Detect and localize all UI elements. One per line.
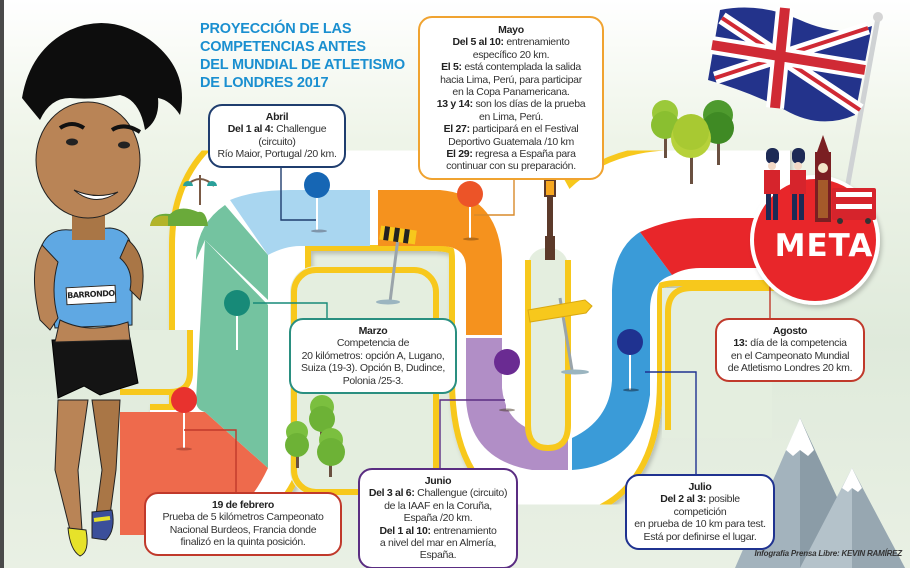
callout-line: Del 2 al 3: posible competición (633, 493, 767, 518)
left-border (0, 0, 4, 568)
title-line-4: DE LONDRES 2017 (200, 75, 329, 91)
callout-text: Challengue (circuito) (414, 487, 508, 500)
callout-line: 13 y 14: son los días de la prueba (426, 98, 596, 110)
callout-mayo: Mayo Del 5 al 10: entrenamiento específi… (418, 16, 604, 180)
segment-abril (230, 190, 370, 255)
callout-bold: Del 1 al 4: (227, 123, 274, 136)
callout-julio: Julio Del 2 al 3: posible competición en… (625, 474, 775, 551)
callout-line: 13: día de la competencia (723, 337, 857, 349)
callout-month: Julio (688, 481, 712, 493)
callout-line: de la IAAF en la Coruña, (384, 499, 492, 512)
uk-flag-icon (708, 7, 883, 201)
callout-bold: Del 5 al 10: (452, 36, 504, 49)
callout-line: Competencia de (336, 337, 410, 350)
callout-line: España. (419, 549, 457, 562)
callout-line: específico 20 km. (472, 48, 550, 61)
callout-line: finalizó en la quinta posición. (180, 536, 306, 549)
big-ben-icon (815, 135, 831, 222)
callout-text: está contemplada la salida (461, 61, 581, 74)
callout-bold: 13: (733, 337, 748, 350)
guards-icon (764, 148, 806, 220)
pin-julio-icon (617, 329, 643, 392)
callout-line: Del 1 al 4: Challengue (circuito) (216, 123, 338, 148)
callout-line: El 27: participará en el Festival (426, 123, 596, 135)
callout-text: son los días de la prueba (472, 98, 586, 111)
callout-marzo: Marzo Competencia de 20 kilómetros: opci… (289, 318, 457, 395)
callout-bold: El 29: (446, 148, 473, 161)
callout-text: Challengue (circuito) (258, 123, 327, 148)
pin-febrero-icon (171, 387, 197, 451)
double-decker-bus-icon (832, 188, 876, 224)
pin-abril-icon (304, 172, 330, 233)
callout-bold: Del 2 al 3: (660, 493, 706, 506)
callout-line: Polonia /25-3. (342, 374, 404, 387)
callout-bold: Del 3 al 6: (368, 487, 415, 500)
callout-abril: Abril Del 1 al 4: Challengue (circuito) … (208, 104, 346, 168)
trees-top-icon (651, 100, 734, 184)
callout-connectors (184, 152, 771, 493)
callout-line: Río Maior, Portugal /20 km. (217, 148, 337, 161)
callout-month: 19 de febrero (211, 499, 275, 511)
callout-text: entrenamiento (430, 524, 497, 537)
callout-line: 20 kilómetros: opción A, Lugano, (301, 349, 445, 362)
callout-month: Abril (265, 111, 289, 123)
callout-bold: Del 1 al 10: (379, 524, 431, 537)
callout-line: El 29: regresa a España para (426, 148, 596, 160)
callout-line: Está por definirse el lugar. (643, 530, 757, 543)
callout-line: de Atletismo Londres 20 km. (727, 362, 853, 375)
callout-junio: Junio Del 3 al 6: Challengue (circuito) … (358, 468, 518, 568)
page-title: PROYECCIÓN DE LAS COMPETENCIAS ANTES DEL… (200, 20, 420, 92)
callout-agosto: Agosto 13: día de la competencia en el C… (715, 318, 865, 382)
callout-month: Agosto (772, 325, 808, 337)
callout-line: Nacional Burdeos, Francia donde (169, 523, 317, 536)
title-line-2: COMPETENCIAS ANTES (200, 39, 366, 55)
street-lamp-icon (544, 179, 556, 260)
segment-marzo (196, 240, 268, 468)
pin-marzo-icon (224, 290, 250, 350)
infographic-credit: Infografía Prensa Libre: KEVIN RAMÍREZ (754, 549, 902, 558)
callout-febrero: 19 de febrero Prueba de 5 kilómetros Cam… (144, 492, 342, 556)
callout-line: continuar con su preparación. (446, 160, 576, 173)
direction-sign-icon (527, 297, 593, 375)
callout-line: en la Copa Panamericana. (452, 86, 570, 99)
callout-line: Suiza (19-3). Opción B, Dudince, (301, 362, 445, 375)
bush-lamp-icon (150, 175, 217, 226)
callout-text: día de la competencia (747, 337, 847, 350)
callout-line: en Lima, Perú. (478, 110, 544, 123)
title-line-3: DEL MUNDIAL DE ATLETISMO (200, 57, 405, 73)
callout-line: Del 3 al 6: Challengue (circuito) (366, 487, 510, 499)
road-barrier-icon (376, 225, 417, 305)
pin-mayo-icon (457, 181, 483, 241)
title-line-1: PROYECCIÓN DE LAS (200, 21, 352, 37)
callout-month: Junio (424, 475, 452, 487)
callout-line: Deportivo Guatemala /10 km (448, 135, 574, 148)
callout-month: Mayo (498, 24, 524, 36)
callout-text: participará en el Festival (469, 123, 579, 136)
callout-bold: El 5: (441, 61, 462, 74)
callout-line: en el Campeonato Mundial (730, 349, 850, 362)
callout-month: Marzo (358, 325, 388, 337)
callout-text: entrenamiento (503, 36, 570, 49)
callout-line: Del 1 al 10: entrenamiento (366, 525, 510, 537)
callout-line: en prueba de 10 km para test. (634, 518, 766, 531)
callout-text: regresa a España para (472, 148, 576, 161)
callout-line: España /20 km. (403, 512, 473, 525)
callout-text: posible competición (673, 493, 740, 518)
trees-icon (285, 395, 345, 477)
callout-line: Del 5 al 10: entrenamiento (426, 36, 596, 48)
callout-line: a nivel del mar en Almería, (379, 537, 497, 550)
athlete-bib: BARRONDO (65, 284, 117, 306)
callout-line: hacia Lima, Perú, para participar (440, 73, 582, 86)
callout-line: El 5: está contemplada la salida (426, 61, 596, 73)
pin-junio-icon (494, 349, 520, 412)
callout-line: Prueba de 5 kilómetros Campeonato (162, 511, 324, 524)
goal-label: META (774, 228, 874, 264)
callout-bold: El 27: (443, 123, 471, 136)
callout-bold: 13 y 14: (436, 98, 473, 111)
